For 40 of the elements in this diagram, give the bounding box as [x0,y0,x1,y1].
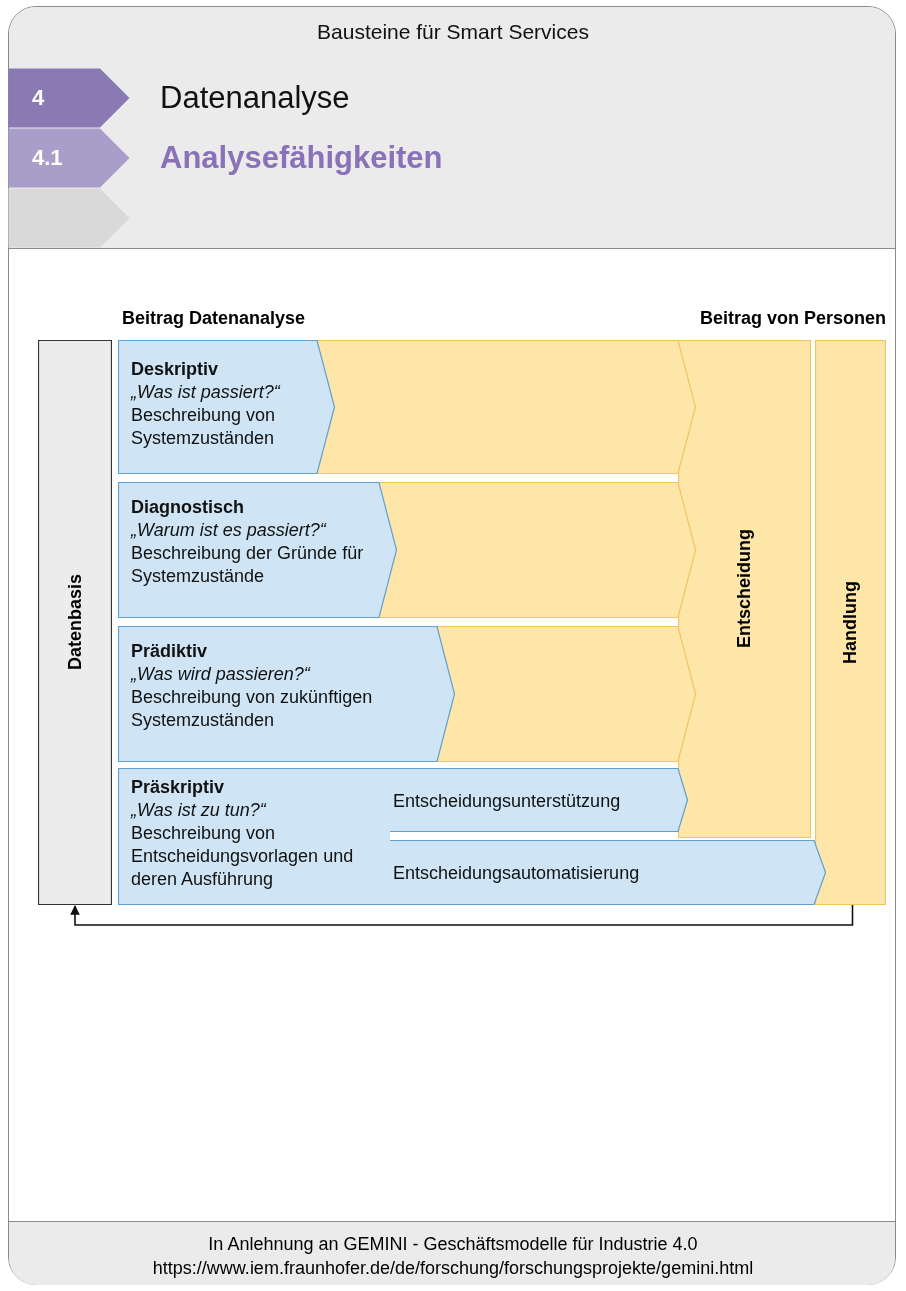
band [38,340,112,905]
question-text: „Was ist passiert?“ [131,381,280,404]
heading-text: Präskriptiv [131,776,225,799]
description-text: Beschreibung der Gründe für Systemzustände [131,542,365,588]
chevron-shape [118,340,696,474]
subsection-heading: Analysefähigkeiten [160,140,443,176]
heading-text: Diagnostisch [131,496,245,519]
chevron-band [8,128,130,188]
feedback-arrow [70,904,854,926]
column-heading: Beitrag von Personen [699,308,886,329]
chevron-shape [8,188,130,248]
section-heading: Datenanalyse [160,80,350,116]
question-text: „Was wird passieren?“ [131,663,310,686]
caption: In Anlehnung an GEMINI - Geschäftsmodelle für Industrie 4.0 [207,1234,699,1255]
description-text: Beschreibung von zukünftigen Systemzuständen [131,686,374,732]
chevron-band [118,340,335,474]
chevron-shape [118,482,696,618]
question-text: „Warum ist es passiert?“ [131,519,326,542]
chevron-shape [118,626,696,762]
band [678,340,811,838]
question-text: „Was ist zu tun?“ [131,799,266,822]
band-label: Datenbasis [64,574,86,671]
source-link: https://www.iem.fraunhofer.de/de/forschung/forschungsprojekte/gemini.html [151,1258,755,1279]
chevron-band [118,626,455,762]
heading-text: Prädiktiv [131,640,208,663]
card-title: Bausteine für Smart Services [316,20,590,44]
chevron-band [8,68,130,128]
band-label: 4 [32,86,45,109]
band-label: Entscheidungsunterstützung [393,790,621,813]
band-label: Handlung [840,581,861,664]
description-text: Beschreibung von Systemzuständen [131,404,277,450]
band [118,768,390,905]
band-label: Entscheidung [734,529,755,649]
chevron-band [118,482,397,618]
band-label: Entscheidungsautomatisierung [393,862,640,885]
description-text: Beschreibung von Entscheidungsvorlagen und deren Ausführung [131,822,355,891]
band-label: 4.1 [32,146,63,169]
column-heading: Beitrag Datenanalyse [122,308,306,329]
band [815,340,886,905]
heading-text: Deskriptiv [131,358,219,381]
